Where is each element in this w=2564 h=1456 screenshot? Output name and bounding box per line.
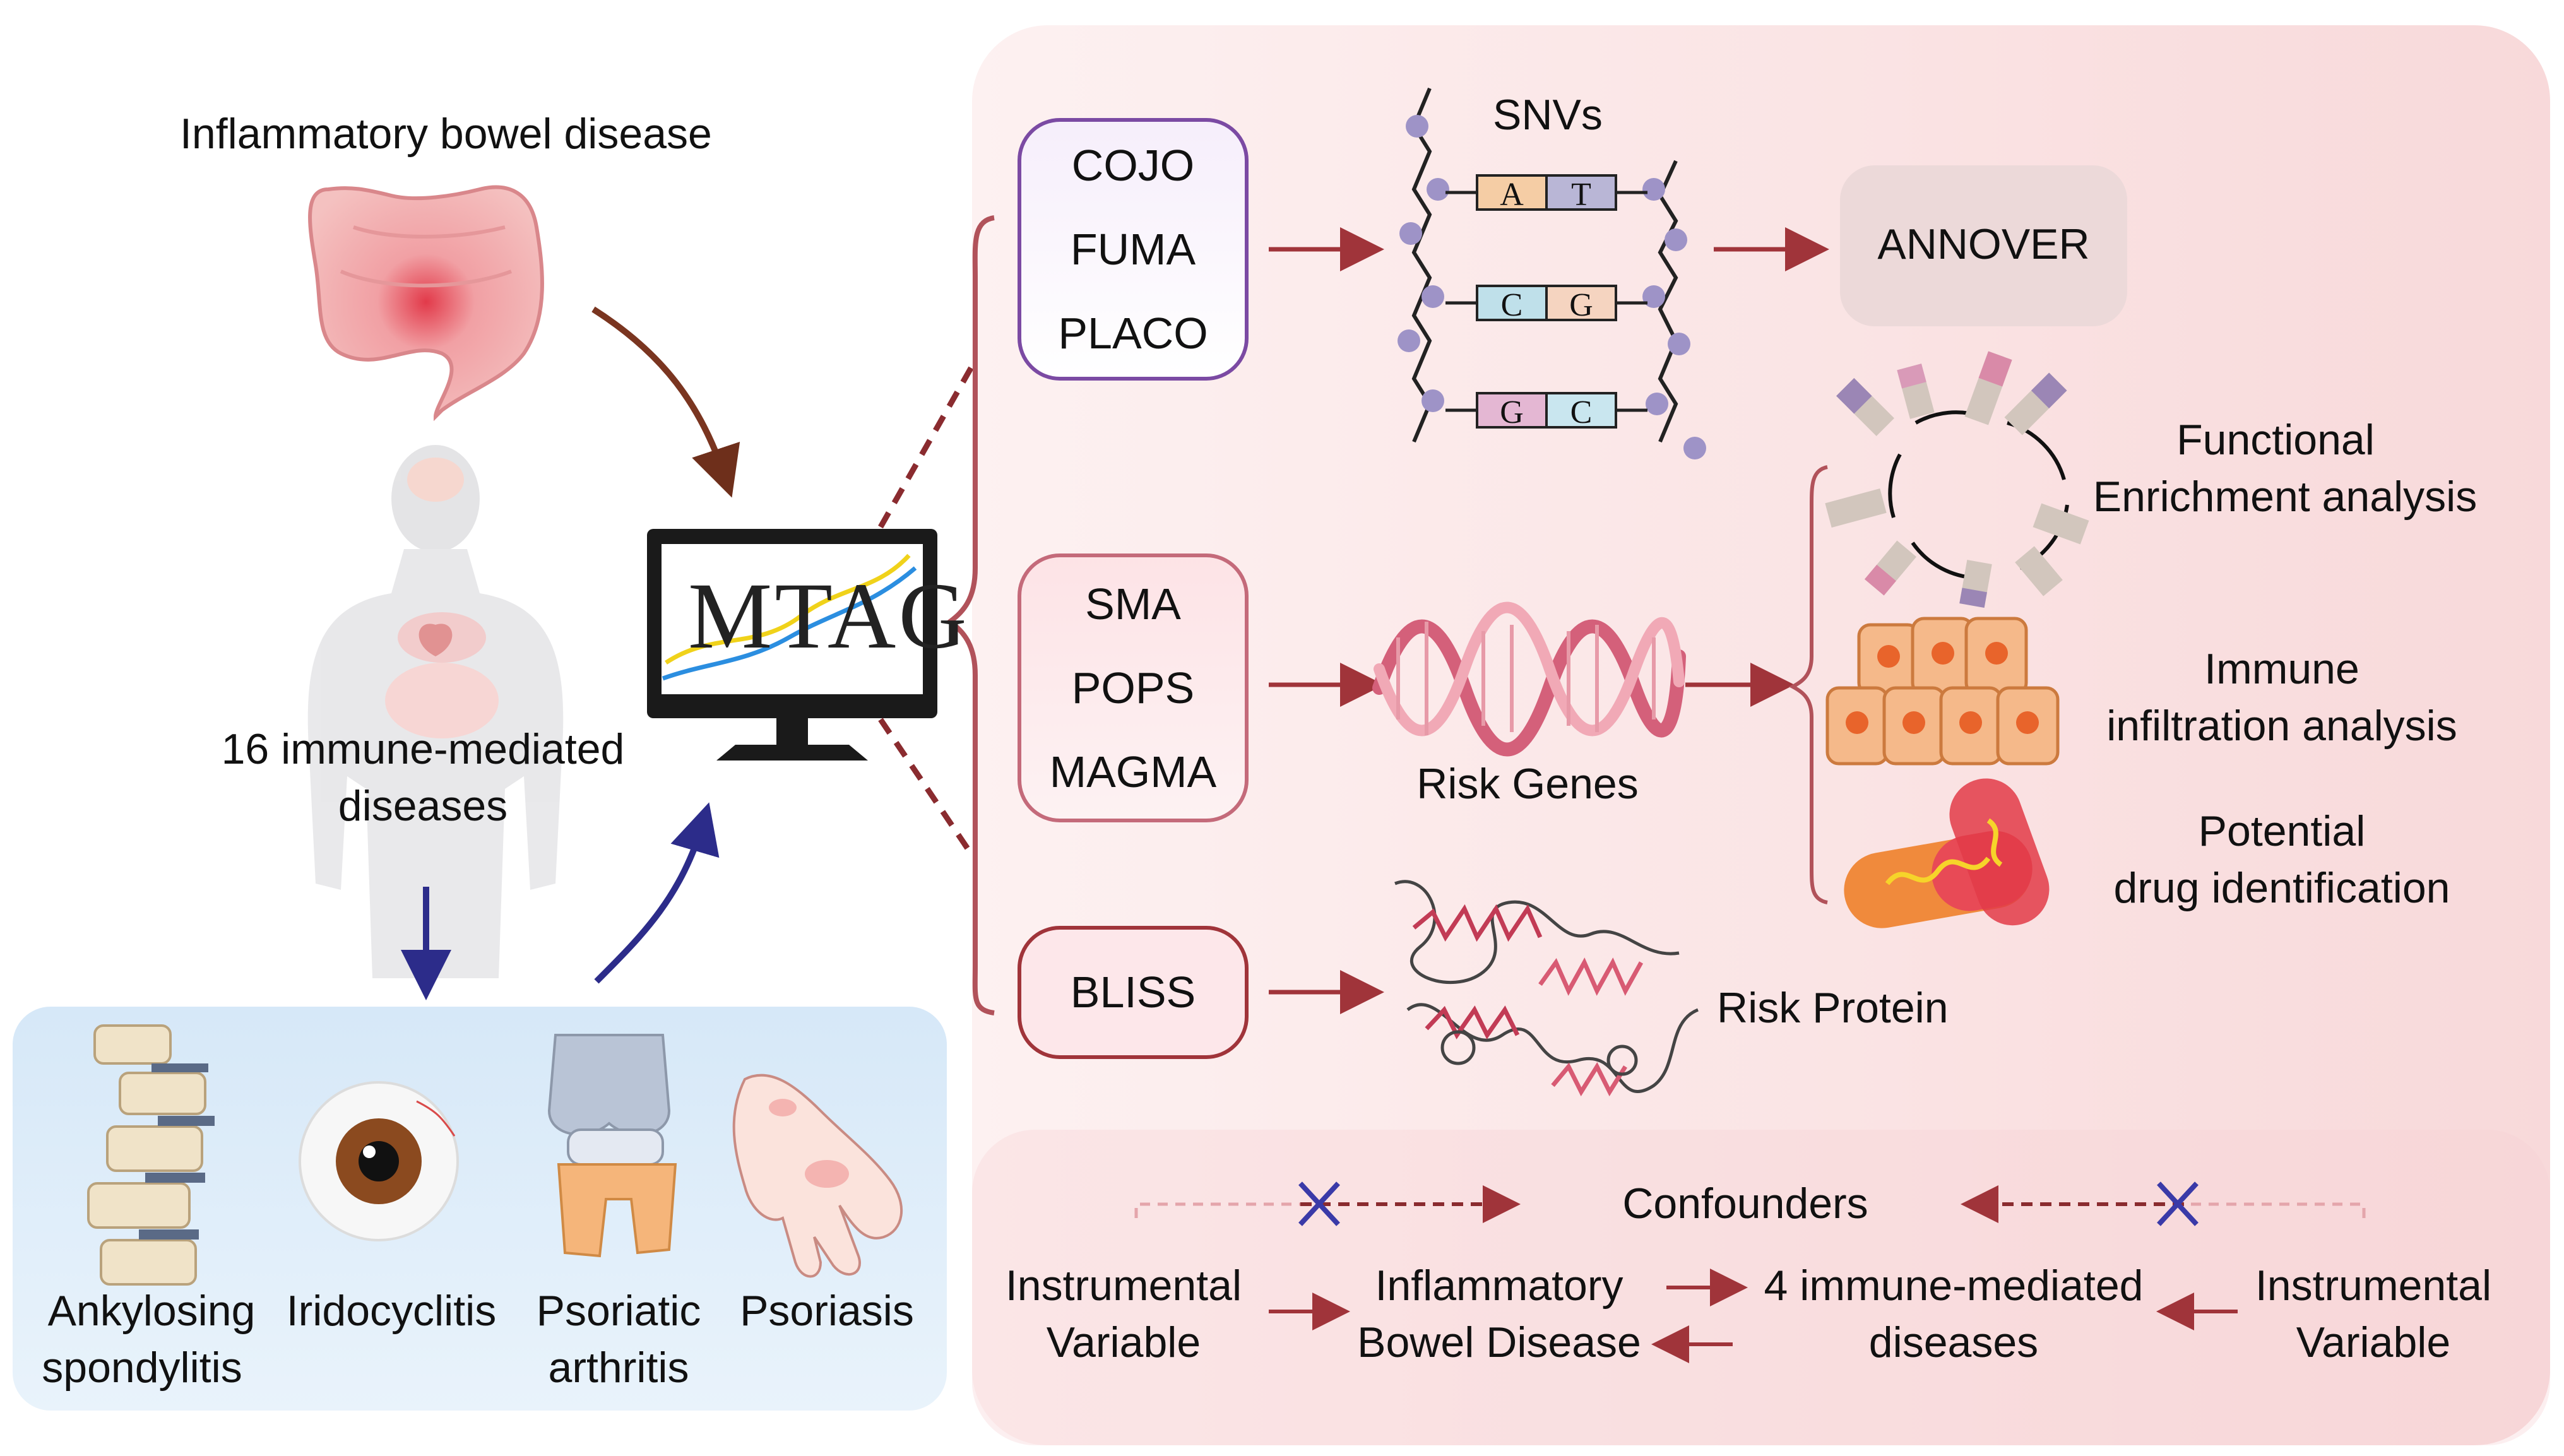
intestine-icon xyxy=(308,185,544,422)
hand-skin-icon xyxy=(732,1074,903,1278)
method-placo: PLACO xyxy=(1058,308,1208,358)
method-cojo: COJO xyxy=(1071,140,1195,190)
risk-protein-label: Risk Protein xyxy=(1717,984,1949,1032)
disease-psoriasis: Psoriasis xyxy=(740,1287,914,1335)
imd4-line1: 4 immune-mediated xyxy=(1764,1262,2144,1310)
right-panel-background xyxy=(972,25,2550,1445)
arrow-ibd-to-mtag xyxy=(591,306,740,498)
snvs-label: SNVs xyxy=(1493,91,1603,139)
method-box-2: SMA POPS MAGMA xyxy=(1019,555,1247,820)
annover-box-frame xyxy=(1840,165,2127,326)
disease-ankylosing-line1: Ankylosing xyxy=(47,1287,256,1335)
imd-label-line1: 16 immune-mediated xyxy=(221,725,625,773)
immune-cells-icon xyxy=(1825,617,2060,766)
method-pops: POPS xyxy=(1071,663,1195,713)
base-pair-3-left: G xyxy=(1500,394,1524,430)
blocked-path-cross-right xyxy=(2157,1181,2199,1226)
base-pair-1-left: A xyxy=(1500,177,1524,213)
method-sma: SMA xyxy=(1085,579,1181,629)
monitor-icon xyxy=(647,529,937,761)
eye-icon xyxy=(299,1081,459,1241)
immune-label-line2: infiltration analysis xyxy=(2106,702,2457,750)
base-pair-2-right: G xyxy=(1569,287,1593,323)
ibd-title: Inflammatory bowel disease xyxy=(180,110,712,158)
disease-psoriatic-line2: arthritis xyxy=(548,1344,689,1392)
iv-right-line1: Instrumental xyxy=(2255,1262,2492,1310)
human-body-icon xyxy=(307,445,564,978)
risk-genes-label: Risk Genes xyxy=(1416,760,1639,808)
iv-left-line1: Instrumental xyxy=(1005,1262,1242,1310)
disease-panel-background xyxy=(13,1007,947,1411)
disease-psoriatic-line1: Psoriatic xyxy=(536,1287,701,1335)
functional-label-line1: Functional xyxy=(2176,416,2375,464)
spine-icon xyxy=(87,1024,215,1286)
imd4-line2: diseases xyxy=(1868,1318,2039,1366)
method-brace xyxy=(946,215,995,1015)
drug-label-line2: drug identification xyxy=(2113,864,2450,912)
mtag-label: MTAG xyxy=(688,564,970,668)
method-bliss: BLISS xyxy=(1070,968,1196,1017)
protein-structure-icon xyxy=(1394,880,1699,1097)
annover-label: ANNOVER xyxy=(1877,220,2090,268)
base-pair-3-right: C xyxy=(1570,394,1593,430)
method-box-1: COJO FUMA PLACO xyxy=(1019,120,1247,379)
disease-iridocyclitis: Iridocyclitis xyxy=(286,1287,497,1335)
dashed-connector-bottom xyxy=(878,718,975,857)
immune-label-line1: Immune xyxy=(2204,645,2359,693)
method-box-3: BLISS xyxy=(1019,928,1247,1057)
enrichment-ring-icon xyxy=(1825,351,2089,608)
confounders-label: Confounders xyxy=(1622,1180,1868,1228)
snv-ladder-icon xyxy=(1398,87,1706,459)
iv-right-line2: Variable xyxy=(2296,1318,2451,1366)
functional-label-line2: Enrichment analysis xyxy=(2092,473,2478,521)
arrow-diseases-to-mtag xyxy=(594,802,720,984)
drug-label-line1: Potential xyxy=(2198,807,2366,855)
method-box-1-frame xyxy=(1018,118,1249,381)
dashed-connector-top xyxy=(878,364,975,529)
base-pair-1-right: T xyxy=(1571,177,1591,213)
ibd-mr-line1: Inflammatory xyxy=(1375,1262,1623,1310)
dna-helix-icon xyxy=(1372,601,1686,757)
ibd-mr-line2: Bowel Disease xyxy=(1357,1318,1641,1366)
mr-panel-background xyxy=(972,1130,2550,1445)
analysis-brace xyxy=(1788,465,1828,904)
method-magma: MAGMA xyxy=(1049,747,1217,796)
method-box-3-frame xyxy=(1018,926,1249,1059)
blocked-path-cross-left xyxy=(1298,1181,1340,1226)
drug-capsule-icon xyxy=(1844,778,2050,928)
disease-ankylosing-line2: spondylitis xyxy=(42,1344,242,1392)
iv-left-line2: Variable xyxy=(1046,1318,1201,1366)
method-box-2-frame xyxy=(1018,553,1249,822)
method-fuma: FUMA xyxy=(1070,224,1196,274)
knee-joint-icon xyxy=(547,1034,677,1258)
base-pair-2-left: C xyxy=(1500,287,1523,323)
imd-label-line2: diseases xyxy=(338,782,508,830)
mr-diagram-lines xyxy=(1134,1181,2366,1363)
